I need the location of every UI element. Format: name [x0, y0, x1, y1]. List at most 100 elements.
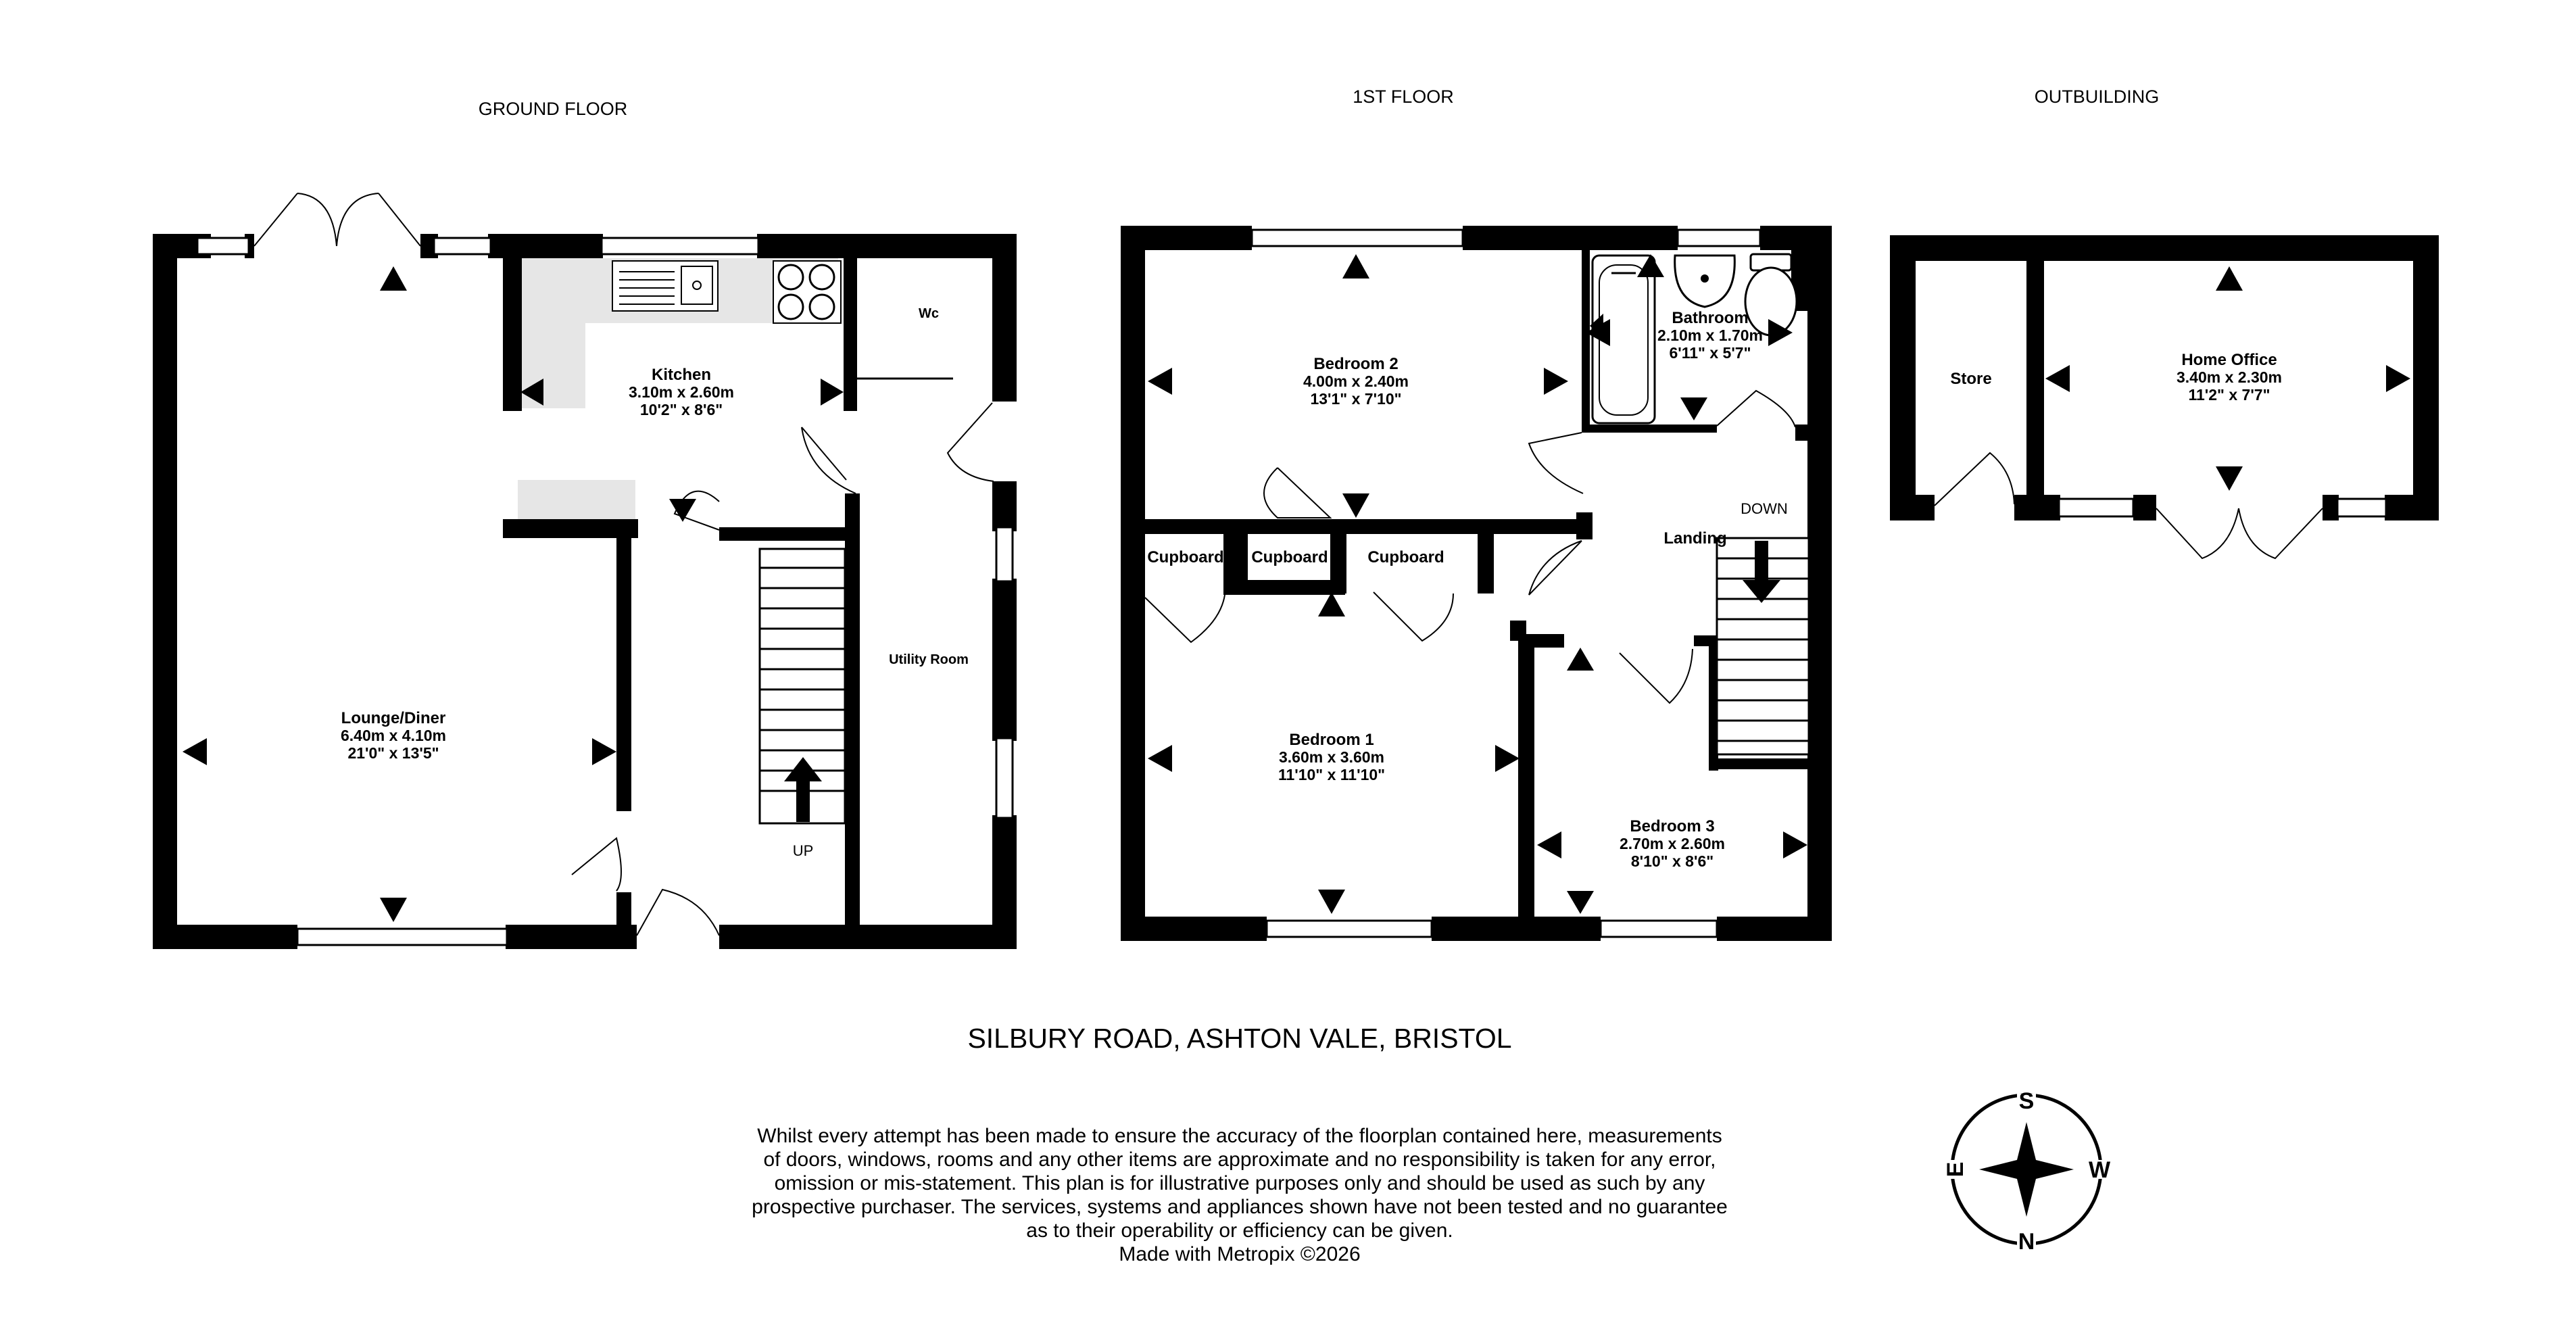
first-floor-heading: 1ST FLOOR: [1353, 87, 1454, 107]
kitchen-counter: [518, 480, 635, 520]
dimension-arrow-icon: [380, 266, 407, 291]
door-swing-icon: [801, 427, 856, 494]
wall: [1795, 425, 1807, 441]
wall: [1121, 917, 1267, 941]
dimension-arrow-icon: [1544, 368, 1568, 395]
wall: [1121, 226, 1145, 941]
wall: [506, 925, 637, 949]
wall: [1717, 917, 1832, 941]
door-swing-icon: [336, 193, 421, 247]
wall: [1432, 917, 1601, 941]
outbuilding-plan: Store Home Office 3.40m x 2.30m 11'2" x …: [1890, 235, 2439, 560]
wall: [1145, 519, 1588, 534]
door-swing-icon: [571, 837, 622, 892]
wall: [1807, 226, 1832, 941]
dimension-arrow-icon: [821, 379, 844, 406]
bedroom1-label: Bedroom 1: [1289, 731, 1374, 749]
wall: [1709, 758, 1817, 769]
dimension-arrow-icon: [1567, 648, 1594, 671]
north-arrow-icon: S N E W: [1943, 1088, 2111, 1255]
wall: [719, 527, 852, 541]
dimension-arrow-icon: [183, 738, 207, 765]
compass-right-letter: W: [2089, 1157, 2111, 1183]
dimension-arrow-icon: [1783, 831, 1807, 858]
door-swing-icon: [1144, 594, 1225, 644]
bathroom-metric: 2.10m x 1.70m: [1657, 326, 1763, 344]
wall: [1121, 226, 1252, 250]
dimension-arrow-icon: [520, 379, 543, 406]
dimension-arrow-icon: [1318, 592, 1345, 616]
bedroom2-metric: 4.00m x 2.40m: [1303, 372, 1409, 390]
door-swing-icon: [1716, 389, 1796, 428]
dimension-arrow-icon: [1342, 493, 1369, 518]
dimension-arrow-icon: [2216, 466, 2243, 491]
outbuilding-heading: OUTBUILDING: [2035, 87, 2160, 107]
window: [1599, 919, 1718, 938]
property-address: SILBURY ROAD, ASHTON VALE, BRISTOL: [967, 1023, 1511, 1054]
wall: [153, 925, 297, 949]
kitchen-label: Kitchen: [652, 366, 711, 384]
cupboard-label: Cupboard: [1147, 548, 1223, 566]
stairs-up-label: UP: [793, 842, 814, 859]
kitchen-worktop-side: [520, 258, 585, 408]
door-swing-icon: [1263, 467, 1332, 518]
window: [995, 737, 1014, 819]
door-swing-icon: [2238, 508, 2323, 560]
wall: [992, 234, 1017, 402]
door-swing-icon: [801, 427, 847, 481]
wall: [1582, 250, 1590, 433]
window: [1250, 228, 1464, 247]
dimension-arrow-icon: [1318, 890, 1345, 914]
wall: [2413, 235, 2439, 520]
door-swing-icon: [1528, 540, 1582, 596]
dimension-arrow-icon: [592, 738, 616, 765]
dimension-arrow-icon: [2216, 266, 2243, 291]
kitchen-metric: 3.10m x 2.60m: [629, 383, 734, 401]
office-label: Home Office: [2181, 351, 2277, 369]
wall: [757, 234, 1017, 258]
dimension-arrow-icon: [1495, 745, 1520, 772]
dimension-arrow-icon: [1768, 319, 1793, 346]
dimension-arrow-icon: [2386, 365, 2410, 392]
wc-label: Wc: [919, 306, 939, 321]
bedroom3-metric: 2.70m x 2.60m: [1620, 835, 1725, 852]
office-metric: 3.40m x 2.30m: [2177, 368, 2282, 386]
credit-line: Made with Metropix ©2026: [1119, 1243, 1360, 1265]
wall: [1890, 495, 1935, 520]
door-swing-icon: [2156, 508, 2239, 560]
stairs-icon: [1716, 537, 1810, 756]
dimension-arrow-icon: [1148, 745, 1172, 772]
lounge-metric: 6.40m x 4.10m: [341, 727, 446, 744]
wall: [2026, 261, 2044, 495]
store-label: Store: [1950, 370, 1991, 388]
window: [296, 927, 508, 946]
cupboard-label: Cupboard: [1367, 548, 1444, 566]
door-swing-icon: [636, 888, 720, 936]
bedroom1-imperial: 11'10" x 11'10": [1278, 766, 1385, 783]
disclaimer-line: of doors, windows, rooms and any other i…: [763, 1148, 1716, 1171]
wall: [1890, 235, 1916, 520]
ground-floor-plan: Kitchen 3.10m x 2.60m 10'2" x 8'6" Wc Lo…: [153, 193, 1017, 949]
stairs-down-label: DOWN: [1741, 500, 1788, 517]
stairs-icon: [758, 548, 846, 825]
disclaimer-line: Whilst every attempt has been made to en…: [757, 1125, 1722, 1147]
compass-bottom-letter: N: [2018, 1229, 2035, 1255]
door-swing-icon: [1528, 432, 1584, 494]
sink-icon: [612, 260, 719, 312]
bathroom-imperial: 6'11" x 5'7": [1669, 344, 1751, 362]
dimension-arrow-icon: [1342, 254, 1369, 278]
compass-left-letter: E: [1943, 1162, 1968, 1178]
bath-icon: [1591, 254, 1656, 425]
window: [1265, 919, 1433, 938]
compass-top-letter: S: [2019, 1088, 2035, 1114]
bedroom3-imperial: 8'10" x 8'6": [1631, 852, 1714, 870]
wall: [1582, 425, 1717, 433]
ground-floor-heading: GROUND FLOOR: [479, 99, 628, 119]
window: [1676, 228, 1761, 247]
dimension-arrow-icon: [380, 898, 407, 922]
wall: [616, 892, 631, 926]
window: [433, 237, 492, 256]
wall: [1518, 634, 1534, 918]
door-swing-icon: [673, 490, 720, 531]
